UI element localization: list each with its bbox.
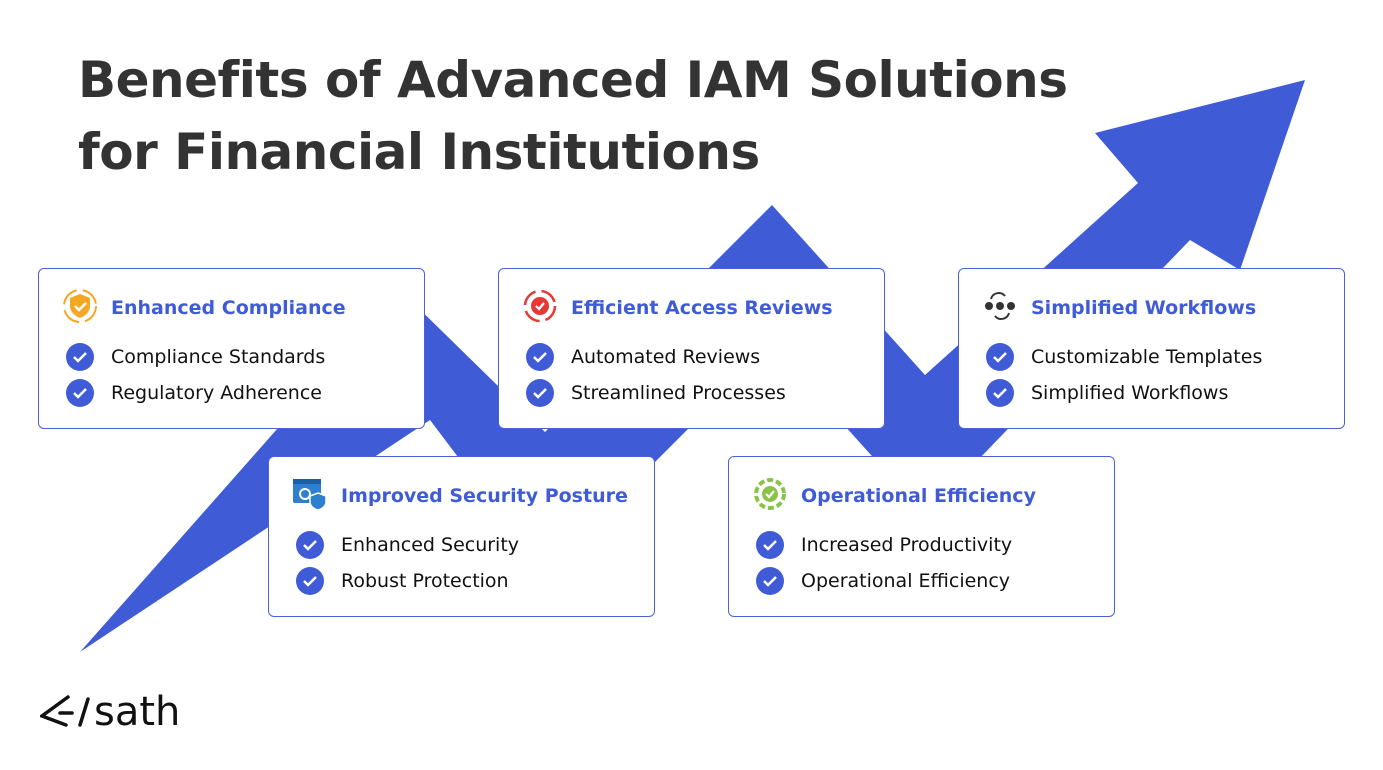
card-title: Operational Efficiency [801, 485, 1036, 507]
list-item: Compliance Standards [66, 339, 424, 375]
check-icon [756, 531, 784, 559]
title-line-1: Benefits of Advanced IAM Solutions [78, 51, 1068, 109]
logo-text: sath [94, 689, 180, 730]
page-title: Benefits of Advanced IAM Solutions for F… [78, 44, 1068, 188]
card-title: Improved Security Posture [341, 485, 628, 507]
item-label: Regulatory Adherence [111, 382, 322, 404]
list-item: Enhanced Security [296, 527, 654, 563]
list-item: Increased Productivity [756, 527, 1114, 563]
list-item: Streamlined Processes [526, 375, 884, 411]
check-icon [756, 567, 784, 595]
item-label: Customizable Templates [1031, 346, 1263, 368]
title-line-2: for Financial Institutions [78, 123, 760, 181]
item-label: Increased Productivity [801, 534, 1013, 556]
list-item: Automated Reviews [526, 339, 884, 375]
item-label: Robust Protection [341, 570, 509, 592]
card-title: Simplified Workflows [1031, 297, 1257, 319]
item-label: Operational Efficiency [801, 570, 1011, 592]
check-icon [296, 567, 324, 595]
list-item: Simplified Workflows [986, 375, 1344, 411]
workflow-icon [981, 287, 1019, 329]
check-icon [296, 531, 324, 559]
card-operational-efficiency: Operational Efficiency Increased Product… [728, 456, 1115, 617]
check-icon [66, 379, 94, 407]
check-icon [986, 379, 1014, 407]
card-enhanced-compliance: Enhanced Compliance Compliance Standards… [38, 268, 425, 429]
security-settings-icon [291, 475, 329, 517]
list-item: Regulatory Adherence [66, 375, 424, 411]
gear-cycle-icon [751, 475, 789, 517]
review-cycle-icon [521, 287, 559, 329]
brand-logo: sath [38, 685, 210, 735]
item-label: Compliance Standards [111, 346, 326, 368]
card-title: Efficient Access Reviews [571, 297, 833, 319]
card-efficient-access-reviews: Efficient Access Reviews Automated Revie… [498, 268, 885, 429]
card-improved-security-posture: Improved Security Posture Enhanced Secur… [268, 456, 655, 617]
card-title: Enhanced Compliance [111, 297, 346, 319]
list-item: Customizable Templates [986, 339, 1344, 375]
shield-check-icon [61, 287, 99, 329]
item-label: Simplified Workflows [1031, 382, 1229, 404]
card-simplified-workflows: Simplified Workflows Customizable Templa… [958, 268, 1345, 429]
list-item: Robust Protection [296, 563, 654, 599]
list-item: Operational Efficiency [756, 563, 1114, 599]
check-icon [986, 343, 1014, 371]
check-icon [526, 343, 554, 371]
check-icon [526, 379, 554, 407]
check-icon [66, 343, 94, 371]
item-label: Automated Reviews [571, 346, 761, 368]
item-label: Enhanced Security [341, 534, 520, 556]
item-label: Streamlined Processes [571, 382, 786, 404]
